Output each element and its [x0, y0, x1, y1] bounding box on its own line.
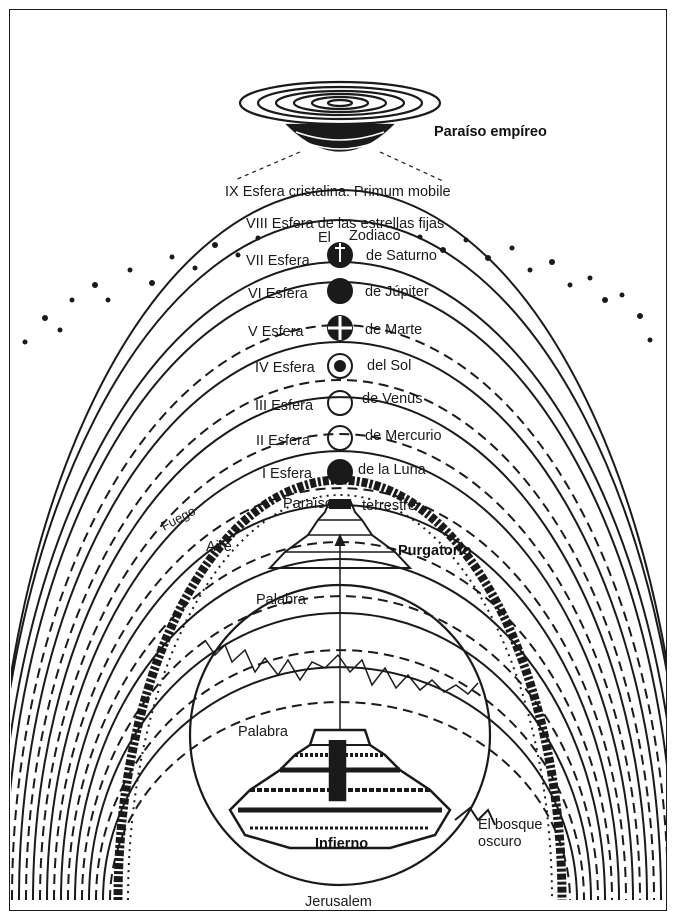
label-bosque-1: El bosque	[478, 817, 543, 833]
label-sphere-4-right: del Sol	[367, 358, 411, 374]
label-jerusalem: Jerusalem	[305, 894, 372, 910]
label-sphere-2-left: II Esfera	[256, 433, 311, 449]
mercury-icon	[327, 425, 353, 451]
label-paraiso-right: terrestre	[362, 498, 416, 514]
sphere-8-outer-arc	[11, 219, 666, 690]
label-sphere-6-right: de Júpiter	[365, 284, 429, 300]
label-sphere-8: VIII Esfera de las estrellas fijas	[246, 216, 444, 232]
label-fuego: Fuego	[158, 503, 198, 534]
label-sphere-2-right: de Mercurio	[365, 428, 442, 444]
empyrean-rays	[234, 151, 446, 183]
label-purgatorio: Purgatorio	[398, 543, 471, 559]
label-sphere-9: IX Esfera cristalina. Primum mobile	[225, 184, 451, 200]
label-palabra-top: Palabra	[256, 592, 307, 608]
label-sphere-6-left: VI Esfera	[248, 286, 309, 302]
label-bosque-2: oscuro	[478, 834, 522, 850]
label-infierno: Infierno	[315, 836, 368, 852]
label-paraiso-left: Paraíso	[283, 496, 333, 512]
label-zodiaco: Zodiaco	[349, 228, 401, 244]
jupiter-icon	[327, 278, 353, 304]
label-sphere-3-right: de Venus	[362, 391, 422, 407]
fixed-stars	[22, 234, 653, 345]
moon-icon	[327, 459, 353, 485]
venus-icon	[327, 390, 353, 416]
planet-column	[327, 242, 353, 485]
label-palabra-bottom: Palabra	[238, 724, 289, 740]
label-empireo: Paraíso empíreo	[434, 124, 547, 140]
label-sphere-3-left: III Esfera	[255, 398, 314, 414]
label-sphere-5-left: V Esfera	[248, 324, 305, 340]
label-sphere-7-left: VII Esfera	[246, 253, 311, 269]
empyrean-icon	[238, 80, 442, 152]
dark-forest	[454, 806, 496, 826]
label-sphere-1-right: de la Luna	[358, 462, 427, 478]
label-aire: Aire	[206, 539, 232, 555]
sun-icon	[327, 353, 353, 379]
sphere-9-arc	[11, 189, 666, 681]
label-sphere-1-left: I Esfera	[262, 466, 313, 482]
purgatory-mountain	[267, 499, 413, 569]
label-sphere-5-right: de Marte	[365, 322, 422, 338]
label-sphere-7-right: de Saturno	[366, 248, 437, 264]
diagram-frame	[9, 9, 667, 911]
label-el: El	[318, 230, 331, 246]
hell-pit	[228, 728, 452, 850]
land-contour	[204, 639, 479, 696]
label-sphere-4-left: IV Esfera	[255, 360, 316, 376]
